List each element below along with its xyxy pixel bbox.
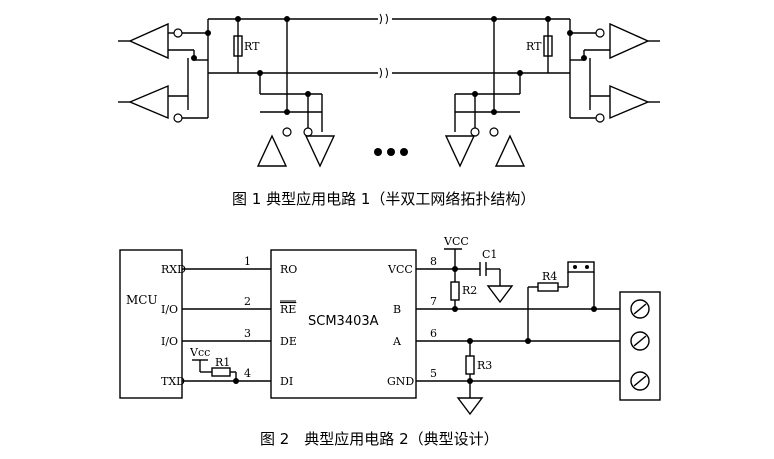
mcu-box — [119, 249, 183, 399]
terminal-block — [619, 291, 661, 401]
r1-label: R1 — [215, 356, 230, 369]
mcu-pin-io-2: I/O — [161, 335, 178, 348]
pin-num-6: 6 — [430, 327, 437, 340]
chip-pin-re: RE — [280, 303, 296, 316]
terminal-screw-2 — [630, 331, 650, 351]
chip-box — [270, 249, 417, 399]
c1-label: C1 — [482, 248, 497, 261]
r2-label: R2 — [462, 284, 477, 297]
mcu-pin-rxd: RXD — [161, 263, 186, 276]
r3-label: R3 — [477, 359, 492, 372]
r4-label: R4 — [542, 270, 557, 283]
chip-pin-b: B — [393, 303, 401, 316]
mcu-title: MCU — [126, 293, 158, 307]
rt-right-label: RT — [526, 40, 542, 53]
chip-pin-vcc: VCC — [387, 263, 413, 276]
chip-pin-a: A — [392, 335, 402, 348]
rt-left-label: RT — [244, 40, 260, 53]
pin-num-5: 5 — [430, 367, 437, 380]
figure2-typical-design: MCU RXD I/O I/O TXD SCM3403A RO RE DE DI… — [119, 235, 661, 416]
pin-num-7: 7 — [430, 295, 437, 308]
chip-name: SCM3403A — [308, 314, 379, 329]
chip-pin-de: DE — [280, 335, 297, 348]
vcc-left-label: Vcc — [189, 346, 210, 359]
figure1-network-topology: RT — [118, 13, 660, 168]
pin-num-8: 8 — [430, 255, 437, 268]
chip-pin-gnd: GND — [387, 375, 414, 388]
mcu-pin-io-1: I/O — [161, 303, 178, 316]
chip-pin-ro: RO — [280, 263, 297, 276]
chip-pin-di: DI — [280, 375, 293, 388]
terminal-screw-1 — [630, 299, 650, 319]
pin-num-4: 4 — [244, 367, 251, 380]
pin-num-3: 3 — [244, 327, 251, 340]
terminal-screw-3 — [630, 371, 650, 391]
mcu-pin-txd: TXD — [161, 375, 185, 388]
figure1-caption: 图 1 典型应用电路 1（半双工网络拓扑结构） — [232, 190, 536, 208]
pin-num-1: 1 — [244, 255, 251, 268]
pin-num-2: 2 — [244, 295, 251, 308]
figure2-caption: 图 2 典型应用电路 2（典型设计） — [260, 430, 499, 448]
vcc-top-label: VCC — [443, 235, 469, 248]
